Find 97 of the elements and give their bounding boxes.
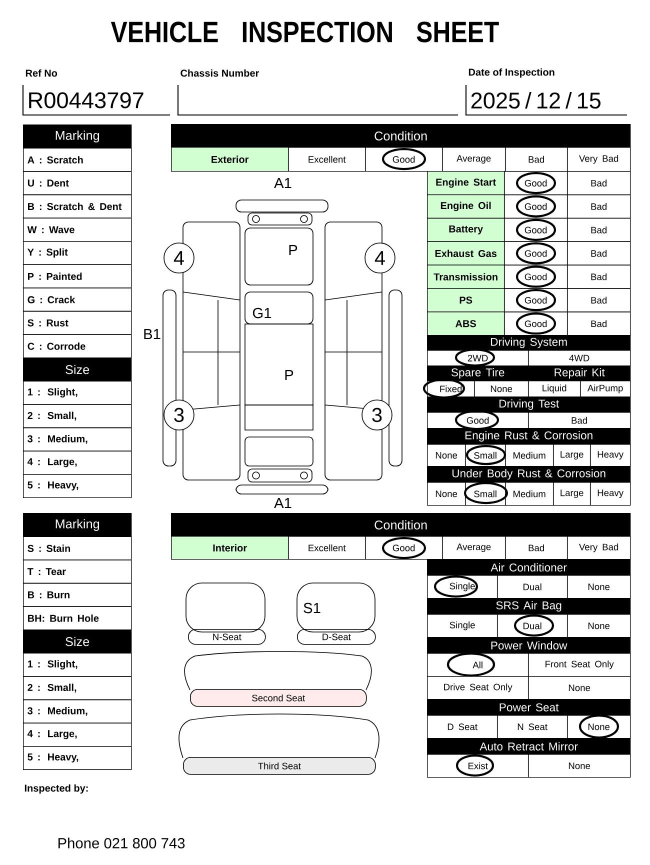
table-cell: All	[427, 653, 529, 677]
table-cell: Good	[365, 147, 443, 172]
input-field: 2025 / 12 / 15	[465, 85, 627, 116]
table-cell: Bad	[505, 147, 568, 172]
table-header: Repair Kit	[528, 366, 631, 382]
table-cell: Good	[504, 194, 568, 218]
table-cell: Bad	[567, 241, 631, 266]
table-header: Size	[23, 630, 132, 654]
table-cell: None	[528, 754, 631, 778]
damage-mark: A1	[274, 178, 292, 188]
table-cell: 1 : Slight,	[23, 652, 132, 677]
field-label: Inspected by:	[24, 784, 88, 794]
table-cell: G : Crack	[23, 288, 132, 312]
table-cell: Good	[504, 171, 568, 196]
seat-label: Third Seat	[183, 757, 376, 775]
table-cell: Exhaust Gas	[427, 241, 505, 266]
table-cell: Medium	[505, 482, 554, 506]
table-header: Air Conditioner	[427, 559, 631, 576]
table-header: Condition	[171, 513, 631, 537]
table-cell: 3 : Medium,	[23, 699, 132, 724]
table-cell: T : Tear	[23, 560, 132, 584]
table-cell: B : Scratch & Dent	[23, 194, 132, 218]
table-cell: Exist	[427, 754, 529, 778]
table-cell: Exterior	[171, 147, 289, 172]
table-cell: Excellent	[288, 536, 366, 560]
table-cell: 5 : Heavy,	[23, 474, 132, 498]
table-cell: Bad	[567, 264, 631, 289]
damage-mark: A1	[274, 498, 292, 508]
table-cell: Good	[504, 264, 568, 289]
table-header: Marking	[23, 513, 132, 537]
table-cell: B : Burn	[23, 582, 132, 607]
table-cell: 2 : Small,	[23, 676, 132, 700]
table-header: Power Seat	[427, 699, 631, 716]
table-cell: PS	[427, 288, 505, 312]
damage-mark: P	[285, 370, 294, 380]
table-header: Under Body Rust & Corrosion	[427, 466, 631, 483]
table-cell: Good	[504, 241, 568, 266]
table-cell: Large	[553, 482, 591, 506]
table-header: SRS Air Bag	[427, 598, 631, 615]
seat-label: Second Seat	[190, 689, 367, 707]
table-cell: Bad	[567, 218, 631, 242]
table-cell: Bad	[567, 194, 631, 218]
seat-label: D-Seat	[297, 629, 376, 645]
table-cell: Engine Oil	[427, 194, 505, 218]
table-header: Engine Rust & Corrosion	[427, 428, 631, 445]
table-cell: None	[427, 482, 466, 506]
table-cell: Battery	[427, 218, 505, 242]
table-cell: Front Seat Only	[528, 653, 631, 677]
damage-mark: B1	[144, 328, 160, 340]
table-cell: 1 : Slight,	[23, 380, 132, 405]
size-number: 4	[374, 251, 385, 265]
table-cell: W : Wave	[23, 218, 132, 242]
table-header: Power Window	[427, 637, 631, 654]
table-cell: Good	[504, 288, 568, 312]
table-cell: 3 : Medium,	[23, 427, 132, 452]
table-cell: Heavy	[590, 482, 631, 506]
table-cell: Excellent	[288, 147, 366, 172]
table-cell: 4 : Large,	[23, 450, 132, 475]
field-label: Date of Inspection	[468, 68, 554, 78]
table-cell: 5 : Heavy,	[23, 746, 132, 770]
table-cell: A : Scratch	[23, 148, 132, 172]
table-cell: Transmission	[427, 264, 505, 289]
table-cell: 4 : Large,	[23, 722, 132, 747]
table-cell: P : Painted	[23, 264, 132, 288]
table-header: Driving Test	[427, 396, 631, 413]
table-header: Spare Tire	[427, 366, 529, 382]
table-cell: Good	[504, 218, 568, 242]
seat-label: N-Seat	[188, 629, 266, 645]
table-cell: S : Rust	[23, 310, 132, 335]
table-cell: Small	[465, 482, 506, 506]
size-number: 3	[372, 408, 382, 422]
table-cell: Interior	[171, 536, 289, 560]
size-number: 3	[174, 408, 184, 422]
table-cell: 2 : Small,	[23, 404, 132, 428]
table-cell: ABS	[427, 312, 505, 336]
table-cell: Bad	[567, 171, 631, 196]
damage-mark: G1	[252, 308, 272, 318]
phone-number: Phone 021 800 743	[58, 838, 185, 848]
table-header: Marking	[23, 124, 132, 148]
table-cell: Bad	[567, 288, 631, 312]
table-header: Driving System	[427, 335, 631, 351]
size-number: 4	[174, 251, 184, 265]
table-header: Size	[23, 358, 132, 382]
field-label: Chassis Number	[180, 69, 260, 77]
damage-mark: S1	[304, 602, 320, 614]
field-label: Ref No	[26, 69, 58, 77]
damage-mark: P	[289, 244, 298, 256]
title: VEHICLE INSPECTION SHEET	[110, 22, 499, 42]
input-field: R00443797	[22, 85, 170, 116]
table-header: Condition	[171, 124, 631, 148]
table-cell: U : Dent	[23, 171, 132, 196]
table-cell: S : Stain	[23, 536, 132, 560]
table-cell: Good	[365, 536, 443, 560]
table-cell: Engine Start	[427, 171, 505, 196]
table-cell: Very Bad	[567, 147, 631, 172]
table-header: Auto Retract Mirror	[427, 738, 631, 755]
table-cell: Y : Split	[23, 241, 132, 265]
